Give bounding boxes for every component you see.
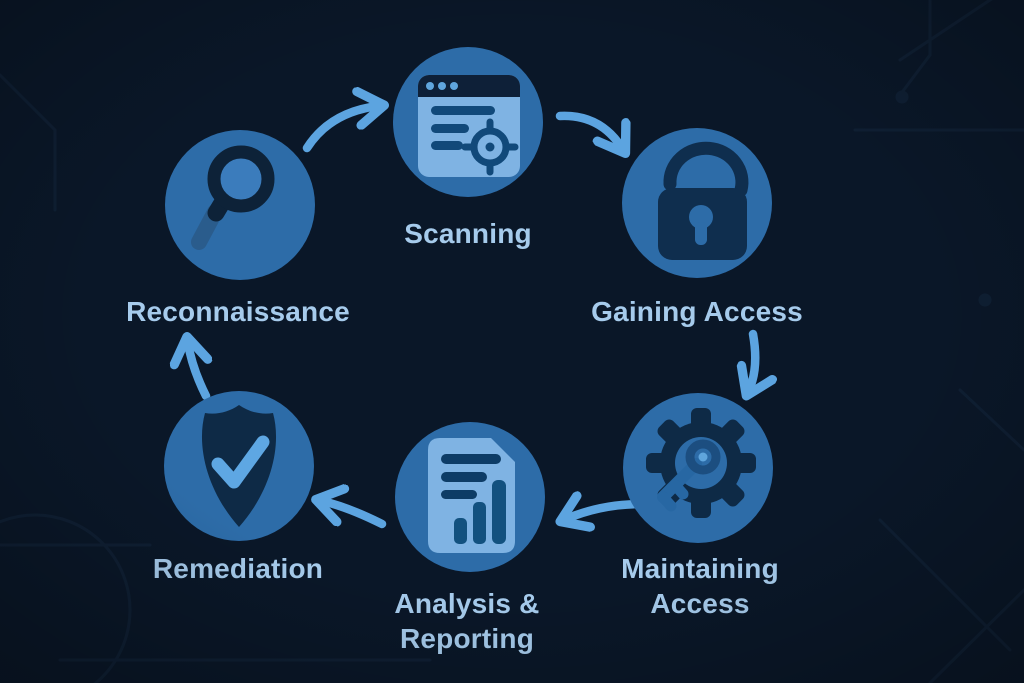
node-label-scanning: Scanning [404,218,532,249]
gear-key-icon [646,408,756,518]
node-analysis-reporting [395,422,545,572]
browser-target-icon [418,75,520,177]
open-padlock-icon [658,141,749,260]
shield-check-icon [201,405,277,527]
arrow-gaining-access-to-maintaining-access [749,329,755,390]
arrow-scanning-to-gaining-access [555,111,622,148]
magnifying-glass-icon [191,145,275,250]
node-remediation [164,391,314,541]
arrow-remediation-to-reconnaissance [188,343,206,401]
node-label-reconnaissance: Reconnaissance [126,296,350,327]
node-label-remediation: Remediation [152,553,324,584]
report-chart-icon [428,438,515,553]
arrow-analysis-to-remediation [322,501,387,529]
arrow-reconnaissance-to-scanning [302,106,378,153]
node-scanning [393,47,543,197]
node-reconnaissance [165,130,315,280]
node-label-analysis-reporting: Analysis & Reporting [394,588,540,654]
node-gaining-access [622,128,772,278]
node-maintaining-access [623,393,773,543]
node-label-maintaining-access: Maintaining Access [621,553,779,619]
node-label-gaining-access: Gaining Access [591,296,803,327]
